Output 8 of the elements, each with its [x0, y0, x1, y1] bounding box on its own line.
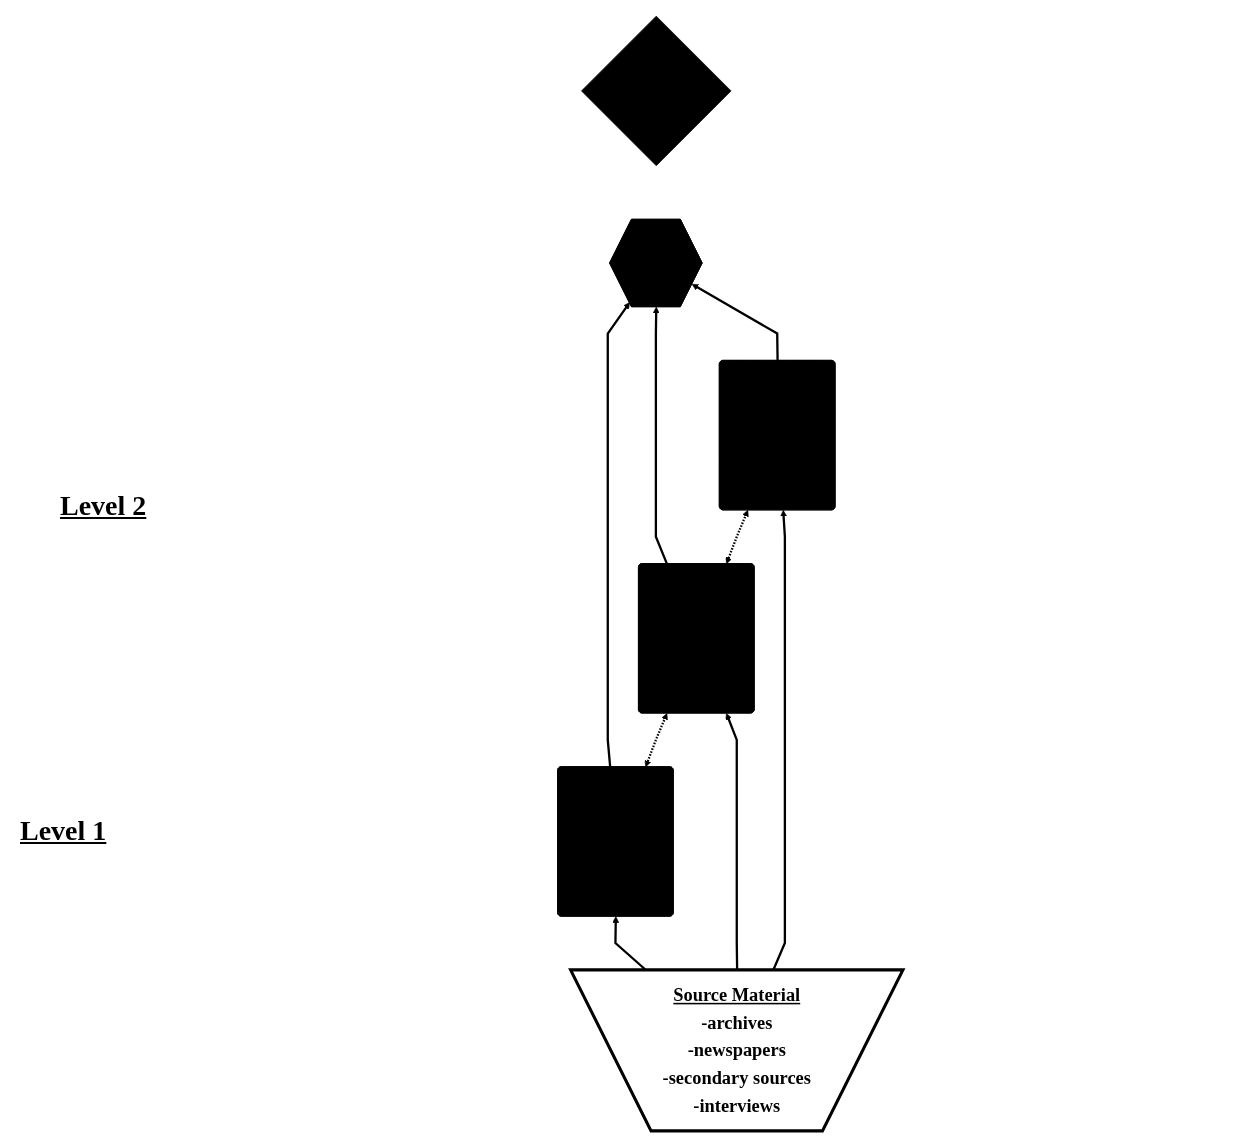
arrow	[652, 306, 668, 565]
node-diamond	[580, 15, 732, 166]
level-label: Level 2	[60, 490, 147, 522]
arrow	[606, 302, 630, 768]
level-label: Level 1	[20, 815, 107, 847]
arrow	[644, 713, 668, 768]
arrow	[691, 283, 779, 361]
arrow	[725, 509, 749, 564]
